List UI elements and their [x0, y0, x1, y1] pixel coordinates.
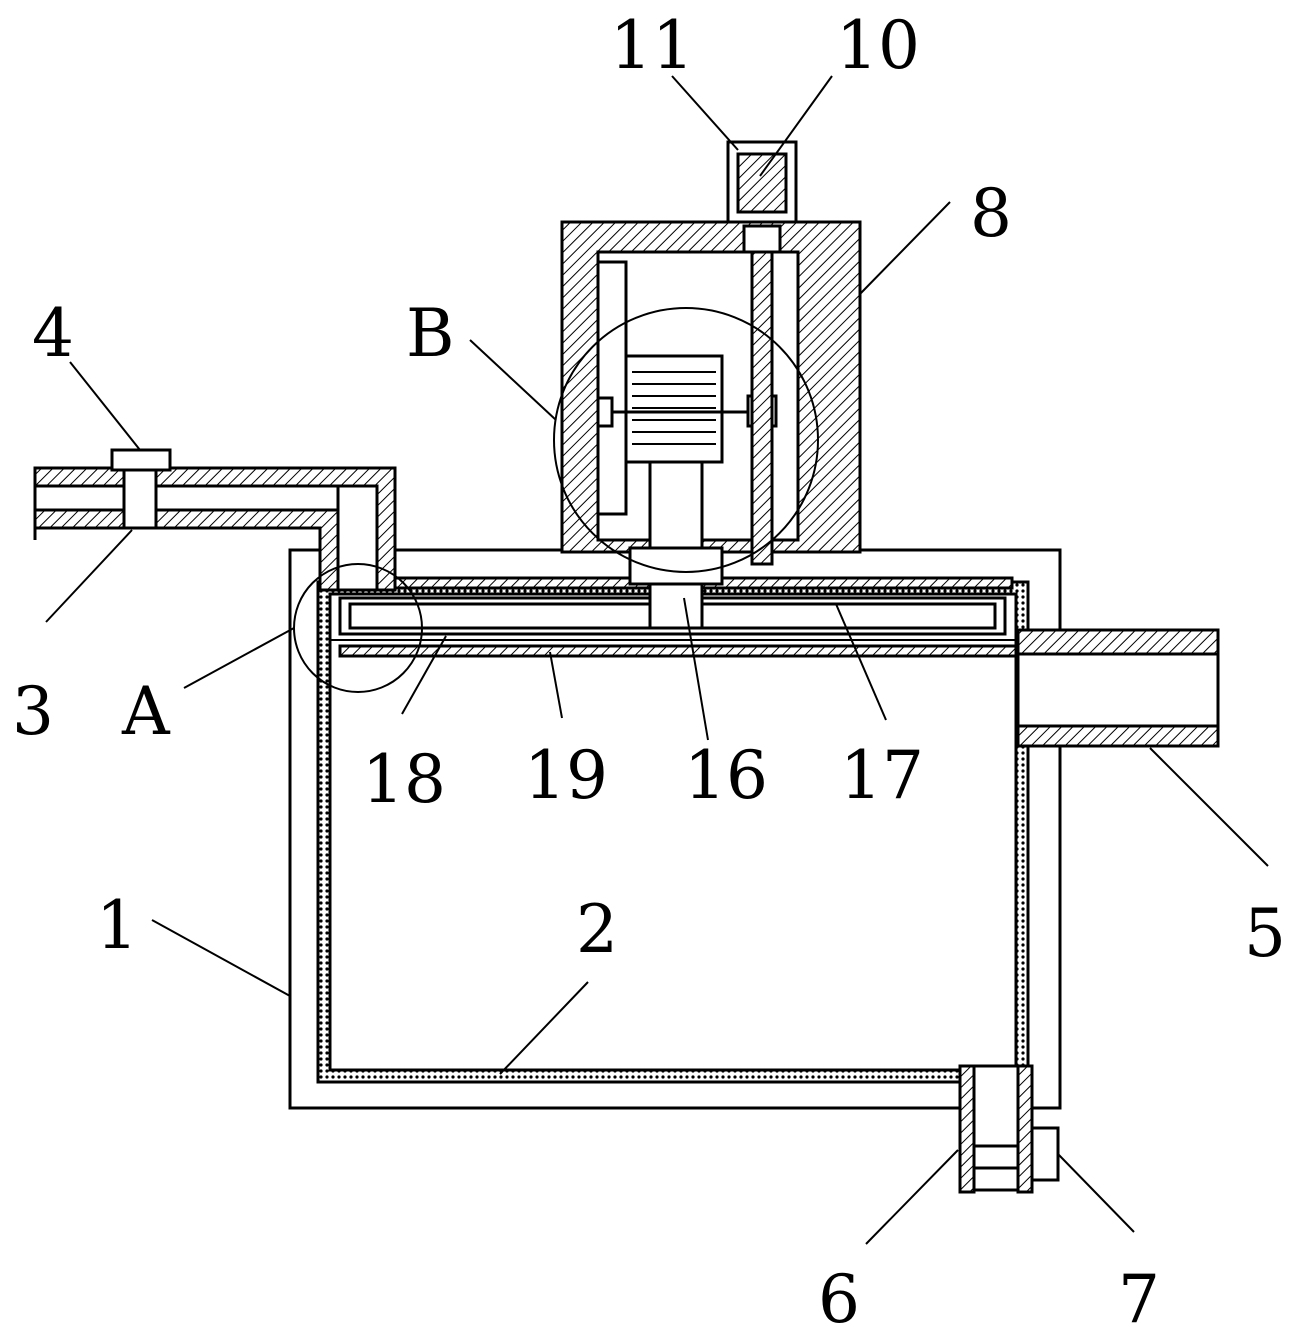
callout-label-8: 8 — [970, 175, 1012, 252]
detail-circle-b — [553, 307, 819, 573]
callout-label-6: 6 — [818, 1261, 860, 1338]
callout-label-2: 2 — [576, 891, 618, 968]
leader-lines — [45, 75, 1269, 1245]
outlet-pipe — [1016, 628, 1220, 748]
drain-pipe — [958, 1064, 1034, 1194]
top-plate — [330, 639, 1018, 658]
callout-label-B: B — [406, 295, 455, 372]
callout-label-3: 3 — [12, 673, 54, 750]
callout-label-5: 5 — [1244, 895, 1286, 972]
drain-valve — [1030, 1126, 1060, 1182]
motor — [596, 354, 778, 464]
callout-label-17: 17 — [840, 737, 924, 814]
lead-screw — [742, 224, 782, 566]
callout-label-10: 10 — [836, 7, 920, 84]
callout-label-18: 18 — [362, 741, 446, 818]
callout-label-A: A — [121, 673, 171, 750]
callout-label-16: 16 — [684, 737, 768, 814]
callout-label-19: 19 — [524, 737, 608, 814]
callout-label-1: 1 — [96, 887, 138, 964]
inlet-pipe — [33, 466, 397, 592]
callout-label-4: 4 — [32, 295, 74, 372]
callout-label-7: 7 — [1118, 1261, 1160, 1338]
top-knob — [726, 140, 798, 224]
callout-label-11: 11 — [610, 7, 694, 84]
inlet-valve — [110, 448, 172, 530]
